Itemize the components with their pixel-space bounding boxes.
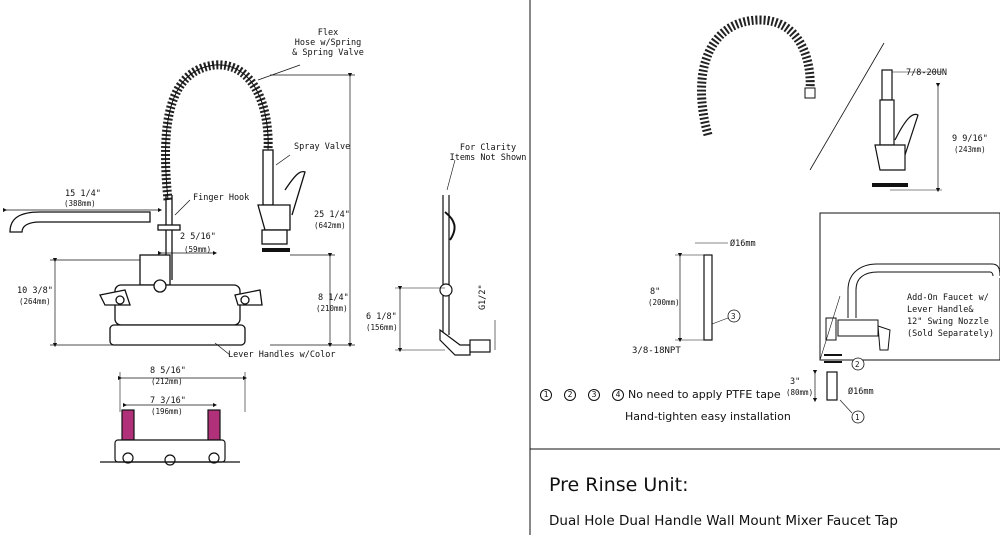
riser-diameter-label: Ø16mm — [730, 239, 756, 249]
valve-height-mm: (210mm) — [316, 304, 348, 313]
spout-length-mm: (388mm) — [64, 199, 96, 208]
addon-faucet-box — [819, 212, 1000, 361]
spring-hose-detail — [697, 15, 816, 137]
hook-offset-in: 2 5/16" — [180, 232, 216, 242]
outer-width-mm: (212mm) — [151, 377, 183, 386]
finger-hook-label: Finger Hook — [193, 193, 250, 203]
valve-height-in: 8 1/4" — [318, 293, 349, 303]
thread-label: G1/2" — [478, 284, 488, 310]
nipple-diameter: Ø16mm — [848, 387, 874, 397]
spout-length-in: 15 1/4" — [65, 189, 101, 199]
spout-height-mm: (264mm) — [19, 297, 51, 306]
addon-faucet-text: Add-On Faucet w/ Lever Handle& 12" Swing… — [907, 293, 994, 339]
nipple-connector — [812, 354, 865, 424]
for-clarity-label: For Clarity Items Not Shown — [449, 143, 527, 163]
callout-2: 2 — [564, 388, 576, 401]
callout-3-riser: 3 — [731, 312, 736, 321]
npt-label: 3/8-18NPT — [632, 346, 681, 356]
riser-height-mm: (200mm) — [648, 298, 680, 307]
callout-1-nipple: 1 — [855, 413, 860, 422]
hand-tighten-note: Hand-tighten easy installation — [625, 410, 791, 423]
nipple-length-mm: (80mm) — [786, 388, 814, 397]
callout-1: 1 — [540, 388, 552, 401]
spray-valve-label: Spray Valve — [294, 142, 351, 152]
spray-valve-detail — [809, 42, 942, 193]
outer-width-in: 8 5/16" — [150, 366, 186, 376]
total-height-mm: (642mm) — [314, 221, 346, 230]
caption-subtitle: Dual Hole Dual Handle Wall Mount Mixer F… — [549, 513, 898, 529]
faucet-side-view — [395, 159, 496, 356]
riser-height-in: 8" — [650, 287, 661, 297]
center-width-mm: (196mm) — [151, 407, 183, 416]
callout-2-nipple: 2 — [855, 360, 860, 369]
callout-4: 4 — [612, 388, 624, 401]
valve-length-mm: (243mm) — [954, 145, 986, 154]
nipple-length-in: 3" — [790, 377, 801, 387]
lever-handles-label: Lever Handles w/Color — [228, 350, 336, 360]
faucet-top-view — [100, 372, 248, 466]
riser-pipe-detail — [675, 242, 741, 343]
flex-hose-label: Flex Hose w/Spring & Spring Valve — [292, 28, 364, 58]
spout-height-in: 10 3/8" — [17, 286, 53, 296]
dimension-lines-main — [2, 64, 355, 356]
main-faucet-front-view — [9, 60, 306, 346]
side-height-mm: (156mm) — [366, 323, 398, 332]
center-width-in: 7 3/16" — [150, 396, 186, 406]
caption-title: Pre Rinse Unit: — [549, 474, 689, 496]
total-height-in: 25 1/4" — [314, 210, 350, 220]
callout-number-row: 1 2 3 4 No need to apply PTFE tape — [540, 388, 781, 401]
callout-3: 3 — [588, 388, 600, 401]
thread-top-label: 7/8-20UN — [906, 68, 947, 78]
side-height-in: 6 1/8" — [366, 312, 397, 322]
hook-offset-mm: (59mm) — [184, 245, 212, 254]
valve-length-in: 9 9/16" — [952, 134, 988, 144]
ptfe-note: No need to apply PTFE tape — [628, 388, 781, 401]
